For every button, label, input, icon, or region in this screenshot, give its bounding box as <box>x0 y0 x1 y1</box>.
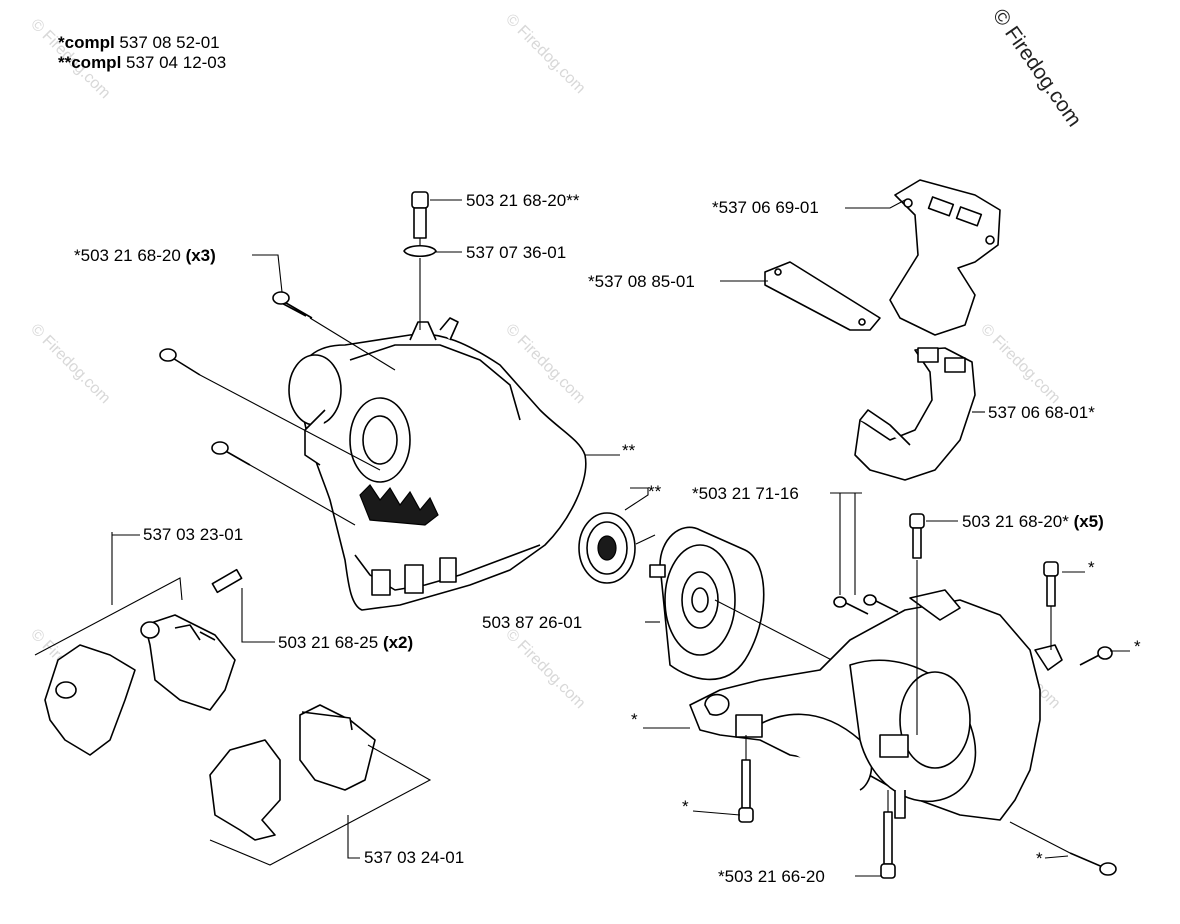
bolt-group-right <box>738 513 1117 879</box>
part-labels: 503 21 68-20** 537 07 36-01 *503 21 68-2… <box>74 191 1141 886</box>
label-537032401: 537 03 24-01 <box>364 848 464 867</box>
label-star-a: * <box>1088 558 1095 577</box>
label-qty-x2: (x2) <box>383 633 413 652</box>
compl-line-1: *compl 537 08 52-01 <box>58 33 220 52</box>
label-503216825: 503 21 68-25 (x2) <box>278 633 413 652</box>
leader-lines <box>241 199 1130 877</box>
label-503216820-x5-number: 503 21 68-20* <box>962 512 1069 531</box>
label-503216820-x3: *503 21 68-20 (x3) <box>74 246 216 265</box>
bracket-537066901 <box>889 179 1001 336</box>
cover-537066801 <box>854 347 976 481</box>
label-503216825-number: 503 21 68-25 <box>278 633 378 652</box>
label-537066901: *537 06 69-01 <box>712 198 819 217</box>
sleeve-537032401 <box>209 704 432 866</box>
bolt-group-left <box>159 291 396 526</box>
corner-watermark: © Firedog.com <box>988 5 1086 131</box>
label-503216620: *503 21 66-20 <box>718 867 825 886</box>
label-537032301: 537 03 23-01 <box>143 525 243 544</box>
clutch-drum <box>649 526 891 691</box>
compl-number-1: 537 08 52-01 <box>115 33 220 52</box>
label-star-d: * <box>682 797 689 816</box>
sleeve-537032301 <box>34 532 243 756</box>
label-503217116: *503 21 71-16 <box>692 484 799 503</box>
watermark-text: © Firedog.com <box>27 321 113 407</box>
gasket-537088501 <box>764 261 881 331</box>
watermark-text: © Firedog.com <box>977 321 1063 407</box>
compl-number-2: 537 04 12-03 <box>121 53 226 72</box>
watermark-text: © Firedog.com <box>502 11 588 97</box>
label-bearing-double-star: ** <box>648 482 662 501</box>
fan-housing <box>288 317 587 611</box>
label-503216820-x5: 503 21 68-20* (x5) <box>962 512 1104 531</box>
label-star-b: * <box>1134 637 1141 656</box>
label-qty-x3: (x3) <box>186 246 216 265</box>
label-503216820-ss: 503 21 68-20** <box>466 191 580 210</box>
label-503216820-x3-number: *503 21 68-20 <box>74 246 181 265</box>
watermark-text: © Firedog.com <box>502 626 588 712</box>
bearing <box>578 512 656 584</box>
label-537073601: 537 07 36-01 <box>466 243 566 262</box>
compl-line-2: **compl 537 04 12-03 <box>58 53 226 72</box>
label-star-c: * <box>631 710 638 729</box>
label-537066801: 537 06 68-01* <box>988 403 1095 422</box>
top-screw <box>403 191 437 330</box>
label-537088501: *537 08 85-01 <box>588 272 695 291</box>
compl-prefix-1: *compl <box>58 33 115 52</box>
crankcase <box>689 589 1063 821</box>
compl-prefix-2: **compl <box>58 53 121 72</box>
label-503872601: 503 87 26-01 <box>482 613 582 632</box>
label-qty-x5: (x5) <box>1074 512 1104 531</box>
label-housing-double-star: ** <box>622 441 636 460</box>
label-star-e: * <box>1036 849 1043 868</box>
